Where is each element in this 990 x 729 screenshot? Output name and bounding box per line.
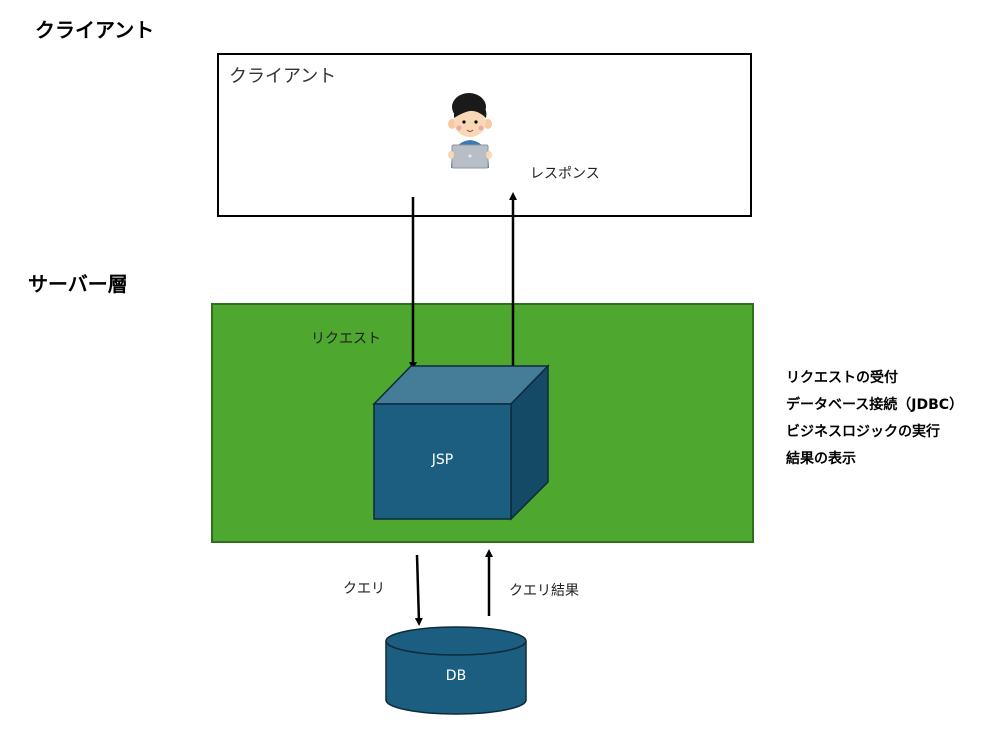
- db-cylinder: [385, 626, 527, 715]
- query-label: クエリ: [343, 581, 385, 597]
- server-section-heading: サーバー層: [28, 272, 128, 296]
- request-label: リクエスト: [311, 331, 381, 347]
- feature-item: 結果の表示: [786, 451, 856, 467]
- query-result-label: クエリ結果: [509, 583, 579, 599]
- query-arrow: [414, 554, 423, 626]
- response-label: レスポンス: [530, 166, 600, 182]
- jsp-features-list: リクエストの受付 データベース接続（JDBC） ビジネスロジックの実行 結果の表…: [786, 365, 963, 473]
- feature-item: リクエストの受付: [786, 370, 898, 386]
- feature-item: データベース接続（JDBC）: [786, 397, 964, 413]
- feature-item: ビジネスロジックの実行: [786, 424, 940, 440]
- client-box: [217, 53, 752, 217]
- person-with-laptop-icon: [448, 93, 492, 169]
- jsp-cube: [372, 364, 550, 521]
- db-label: DB: [445, 668, 467, 684]
- client-section-heading: クライアント: [35, 18, 155, 42]
- jsp-label: JSP: [431, 452, 454, 468]
- client-box-label: クライアント: [229, 66, 337, 87]
